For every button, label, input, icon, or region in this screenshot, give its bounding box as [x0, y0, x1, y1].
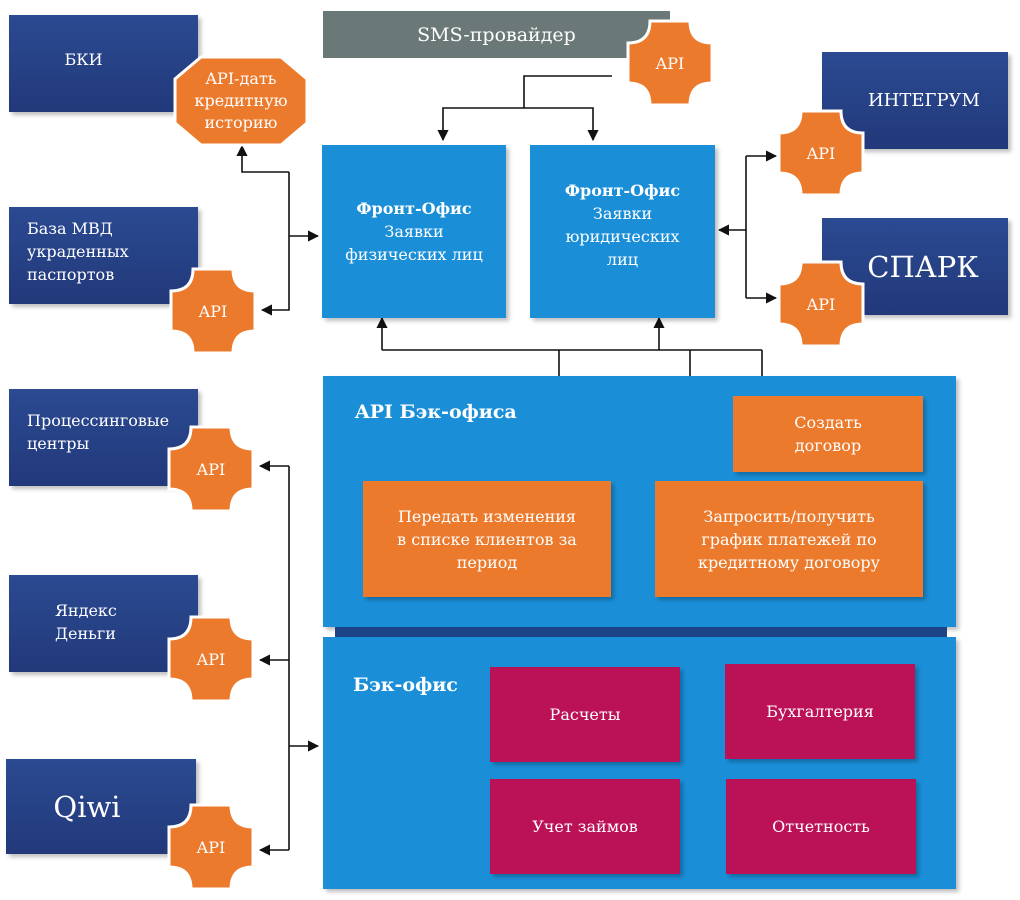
spark-api-badge: API: [776, 259, 866, 349]
bki-api-label: API-дать кредитную историю: [194, 69, 288, 132]
processing-centers-box: Процессинговые центры: [9, 389, 198, 486]
left-top-bus: [260, 172, 290, 316]
api-cross-shape: [169, 267, 257, 355]
front-office-individuals-subtitle: Заявки физических лиц: [345, 222, 483, 264]
loan-accounting-box: Учет займов: [490, 779, 680, 874]
mvd-box: База МВД украденных паспортов: [9, 207, 198, 304]
mvd-api-label: API: [198, 301, 228, 321]
octagon-shape: [173, 55, 309, 147]
mvd-api-badge: API: [168, 266, 258, 356]
spark-label: СПАРК: [867, 249, 979, 284]
front-office-legal-subtitle: Заявки юридических лиц: [565, 203, 680, 269]
settlements-box: Расчеты: [490, 667, 680, 762]
qiwi-box: Qiwi: [6, 759, 196, 854]
bki-api-badge: API-дать кредитную историю: [173, 55, 309, 147]
processing-centers-label: Процессинговые центры: [27, 411, 170, 453]
integrum-api-badge: API: [776, 108, 866, 198]
accounting-label: Бухгалтерия: [766, 702, 874, 721]
front-office-individuals: Фронт-Офис Заявки физических лиц: [322, 145, 506, 318]
loan-accounting-label: Учет займов: [532, 817, 638, 836]
qiwi-label: Qiwi: [53, 789, 121, 824]
create-contract-label: Создать договор: [794, 413, 862, 455]
yandex-money-label: Яндекс Деньги: [55, 601, 117, 643]
settlements-label: Расчеты: [549, 705, 621, 724]
api-backoffice-title: API Бэк-офиса: [355, 401, 517, 423]
front-office-individuals-title: Фронт-Офис: [356, 199, 472, 218]
transfer-changes-box: Передать изменения в списке клиентов за …: [363, 481, 611, 597]
integrum-api-label: API: [806, 143, 836, 163]
mvd-label: База МВД украденных паспортов: [27, 219, 129, 284]
backoffice-title: Бэк-офис: [353, 674, 458, 696]
bki-box: БКИ: [9, 15, 198, 112]
front-office-legal: Фронт-Офис Заявки юридических лиц: [530, 145, 715, 318]
integrum-label: ИНТЕГРУМ: [867, 89, 980, 111]
processing-api-badge: API: [166, 424, 256, 514]
yandex-money-box: Яндекс Деньги: [9, 575, 198, 672]
api-cross-shape: [167, 615, 255, 703]
reporting-label: Отчетность: [772, 817, 870, 836]
sms-connector: [523, 75, 612, 108]
api-cross-shape: [626, 19, 714, 107]
accounting-box: Бухгалтерия: [725, 664, 915, 759]
api-cross-shape: [167, 425, 255, 513]
front-office-legal-title: Фронт-Офис: [564, 180, 681, 200]
api-cross-shape: [777, 260, 865, 348]
sms-provider-label: SMS-провайдер: [417, 23, 576, 46]
transfer-changes-label: Передать изменения в списке клиентов за …: [397, 506, 577, 572]
create-contract-box: Создать договор: [733, 396, 923, 472]
integrum-box: ИНТЕГРУМ: [822, 52, 1008, 149]
yandex-api-badge: API: [166, 614, 256, 704]
qiwi-api-label: API: [196, 837, 226, 857]
payment-schedule-label: Запросить/получить график платежей по кр…: [697, 506, 881, 572]
sms-api-label: API: [655, 53, 685, 73]
yandex-api-label: API: [196, 649, 226, 669]
sms-api-badge: API: [625, 18, 715, 108]
qiwi-api-badge: API: [166, 802, 256, 892]
sms-provider-box: SMS-провайдер: [323, 11, 670, 58]
payment-schedule-box: Запросить/получить график платежей по кр…: [655, 481, 923, 597]
processing-api-label: API: [196, 459, 226, 479]
api-cross-shape: [167, 803, 255, 891]
panel-divider: [335, 627, 947, 637]
bki-label: БКИ: [64, 50, 103, 69]
reporting-box: Отчетность: [726, 779, 916, 874]
spark-api-label: API: [806, 294, 836, 314]
api-cross-shape: [777, 109, 865, 197]
